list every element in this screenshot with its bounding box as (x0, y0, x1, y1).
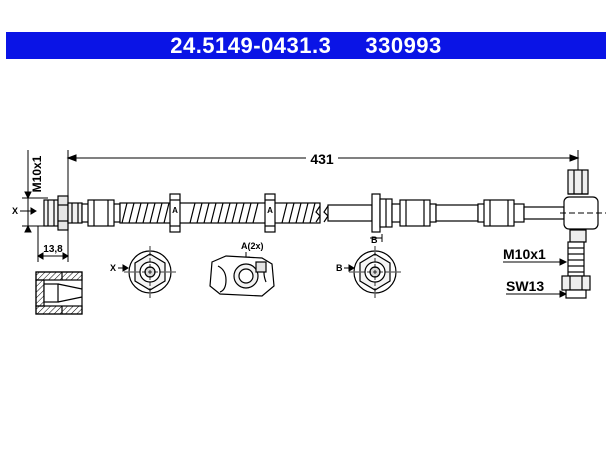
right-tube (523, 206, 565, 220)
hose-sleeve-right (391, 199, 437, 227)
fitting-width-label: 13,8 (43, 244, 63, 255)
right-banjo-fitting (563, 169, 599, 243)
left-thread-label: M10x1 (30, 155, 44, 192)
part-number: 24.5149-0431.3 (170, 32, 332, 58)
reference-number: 330993 (365, 32, 442, 58)
clip-a-second (264, 193, 276, 233)
right-fitting-leaders (503, 258, 568, 298)
section-b-arrow (344, 264, 355, 272)
hose-sleeve-left (81, 199, 121, 227)
clip-detail-label: A(2x) (241, 241, 264, 251)
section-b-label: B (336, 263, 343, 273)
clip-detail (209, 255, 275, 297)
hose-middle (327, 204, 373, 222)
right-thread-label: M10x1 (503, 246, 546, 262)
left-thread-dimension (22, 150, 48, 233)
clip-a-second-label: A (267, 206, 273, 215)
fitting-width-dimension (37, 226, 69, 262)
title-bar: 24.5149-0431.3 330993 (6, 32, 606, 59)
right-fitting-bolt (561, 241, 591, 299)
clip-a-first-label: A (172, 206, 178, 215)
section-b (349, 246, 401, 298)
x-marker-label: X (12, 206, 18, 216)
b-marker-label: B (371, 235, 378, 245)
hose-right (435, 204, 479, 222)
left-fitting-section (35, 271, 83, 315)
right-crimp-sleeve (477, 199, 525, 227)
length-label-bg (306, 150, 338, 166)
clip-b (371, 193, 393, 233)
x-marker-arrow (20, 207, 37, 215)
b-marker-arrow (370, 234, 383, 242)
spring-guard (119, 202, 321, 224)
wrench-size-label: SW13 (506, 278, 544, 294)
left-fitting (43, 195, 83, 231)
section-x-label: X (110, 263, 116, 273)
clip-a-first (169, 193, 181, 233)
length-label: 431 (310, 151, 334, 167)
section-x-arrow (118, 264, 129, 272)
break-symbol (315, 205, 329, 223)
section-x (124, 246, 176, 298)
